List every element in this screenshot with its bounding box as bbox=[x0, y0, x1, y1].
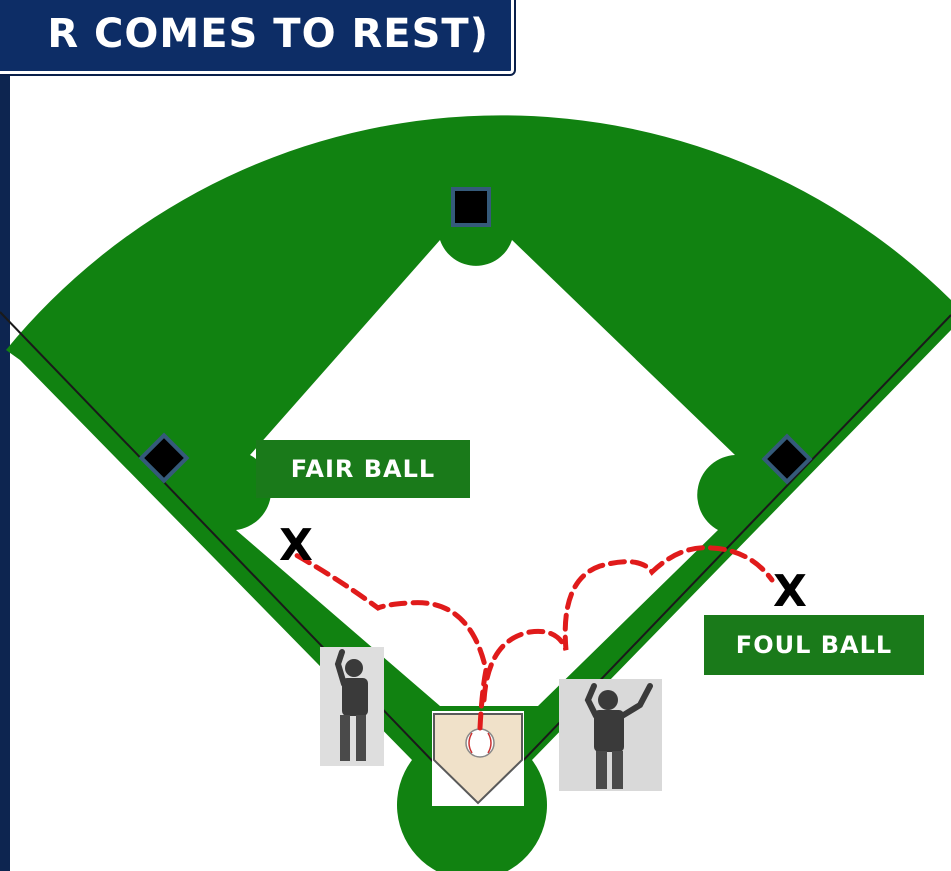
second-base bbox=[453, 189, 489, 225]
foul-ball-label: FOUL BALL bbox=[704, 615, 924, 675]
left-edge-strip bbox=[0, 0, 10, 871]
fair-ball-label: FAIR BALL bbox=[256, 440, 470, 498]
umpire-fair-signal-icon bbox=[320, 647, 384, 766]
fair-ball-landing-marker: X bbox=[279, 520, 313, 571]
foul-ball-landing-marker: X bbox=[773, 566, 807, 617]
title-banner: R COMES TO REST) bbox=[0, 0, 514, 74]
umpire-foul-signal-icon bbox=[559, 679, 662, 791]
baseball-icon bbox=[466, 729, 494, 757]
